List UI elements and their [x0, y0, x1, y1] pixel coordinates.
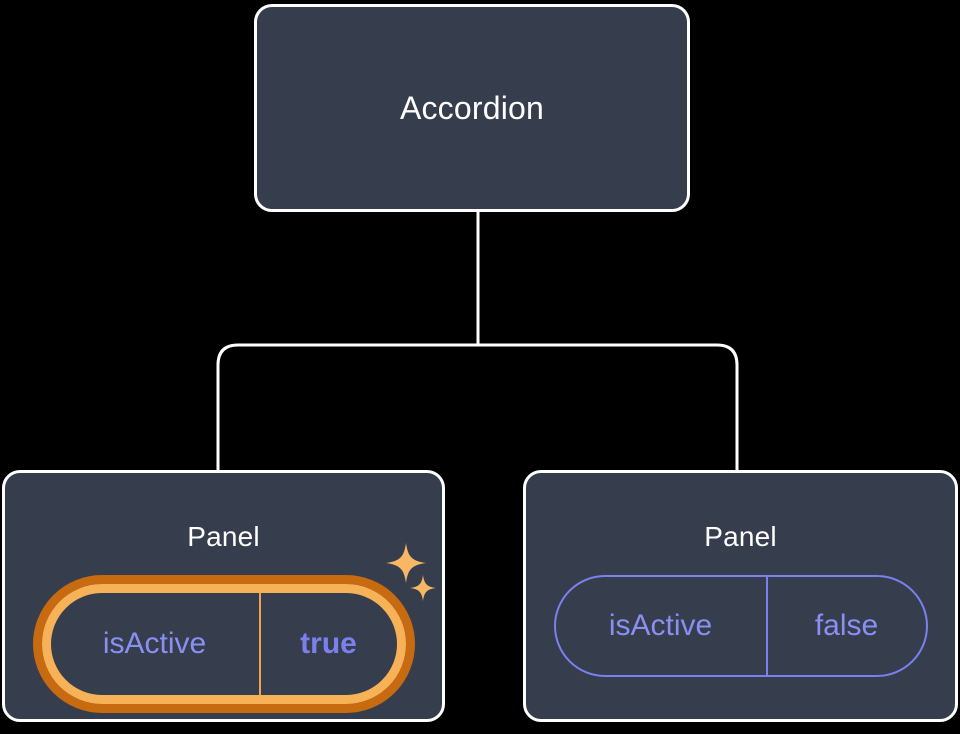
- node-panel-inactive-title: Panel: [704, 521, 777, 552]
- prop-pill-active-glow: isActive true: [32, 575, 415, 713]
- prop-key-inactive: isActive: [556, 577, 768, 675]
- prop-value-inactive: false: [814, 609, 879, 642]
- connector-branch-bar: [216, 343, 739, 470]
- prop-key-active: isActive: [51, 593, 261, 695]
- node-panel-active[interactable]: Panel isActive true: [2, 470, 445, 722]
- node-accordion-title: Accordion: [399, 90, 545, 126]
- prop-pill-inactive[interactable]: isActive false: [553, 575, 928, 677]
- prop-pill-inactive-wrap: isActive false: [553, 575, 928, 677]
- node-panel-active-title: Panel: [187, 521, 260, 552]
- node-accordion[interactable]: Accordion: [254, 4, 690, 212]
- prop-pill-active[interactable]: isActive true: [41, 584, 406, 704]
- node-panel-inactive[interactable]: Panel isActive false: [523, 470, 958, 722]
- prop-value-active: true: [300, 627, 357, 660]
- prop-pill-active-wrap: isActive true: [32, 575, 415, 713]
